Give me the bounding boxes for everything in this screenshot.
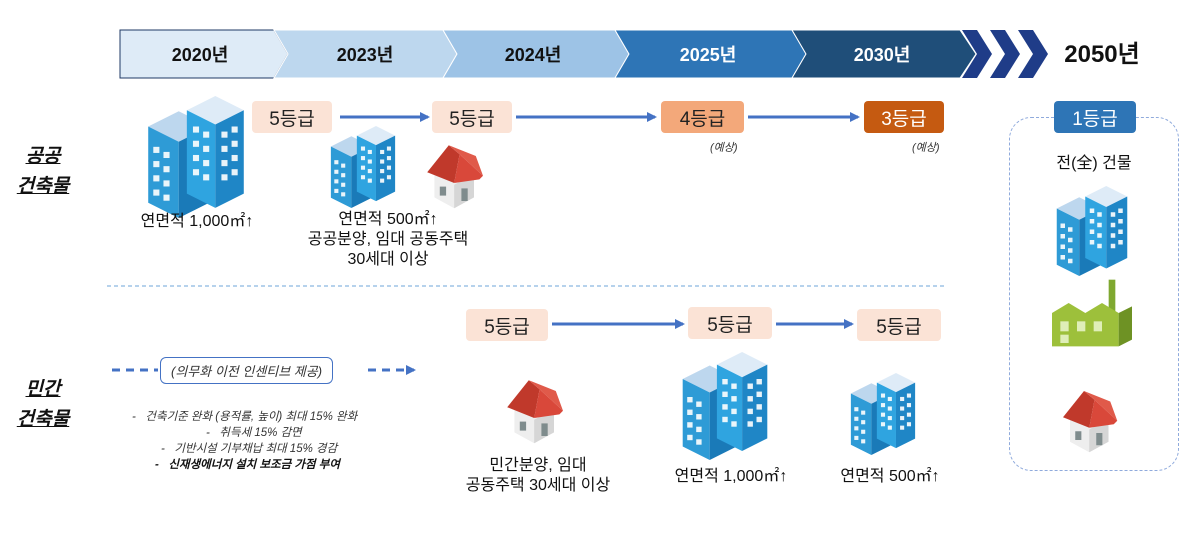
bullet-renewable: - 신재생에너지 설치 보조금 가점 부여 <box>155 459 340 471</box>
house-icon <box>507 380 563 444</box>
public-caption-area-500: 연면적 500㎡↑ 공공분양, 임대 공동주택 30세대 이상 <box>290 210 486 270</box>
public-caption-housing-line1: 공공분양, 임대 공동주택 <box>307 231 469 248</box>
office-building-icon <box>148 96 244 218</box>
chevron-right-icon <box>962 30 992 78</box>
public-label-line1: 공공 <box>25 146 61 167</box>
expected-note-2030: (예상) <box>912 142 940 154</box>
bullet-renewable-text: 신재생에너지 설치 보조금 가점 부여 <box>168 459 340 471</box>
year-2024: 2024년 <box>505 45 562 65</box>
private-caption-housing: 민간분양, 임대 공동주택 30세대 이상 <box>430 456 646 496</box>
private-caption-housing-line2: 공동주택 30세대 이상 <box>465 477 611 494</box>
expected-note-2025: (예상) <box>710 142 738 154</box>
year-2025: 2025년 <box>680 45 737 65</box>
private-grade-2024: 5등급 <box>466 309 548 341</box>
year-2050: 2050년 <box>1064 41 1139 68</box>
private-caption-housing-line1: 민간분양, 임대 <box>489 457 587 474</box>
bullet-infrastructure-text: 기반시설 기부채납 최대 15% 경감 <box>174 443 338 455</box>
factory-icon <box>1052 279 1132 347</box>
house-icon <box>1063 391 1118 453</box>
public-grade-2025: 4등급 <box>661 101 744 133</box>
private-caption-area-1000: 연면적 1,000㎡↑ <box>674 468 788 485</box>
year-2023: 2023년 <box>337 45 394 65</box>
year-2030: 2030년 <box>854 45 911 65</box>
timeline-segment-2030 <box>791 29 977 79</box>
private-label-line2: 건축물 <box>16 409 70 430</box>
public-grade-2030: 3등급 <box>864 101 944 133</box>
private-grade-2030: 5등급 <box>857 309 941 341</box>
office-building-icon <box>850 373 916 455</box>
bullet-floor-area-text: 건축기준 완화 (용적률, 높이) 최대 15% 완화 <box>145 411 358 423</box>
public-grade-2024: 5등급 <box>432 101 512 133</box>
bullet-floor-area: - 건축기준 완화 (용적률, 높이) 최대 15% 완화 <box>132 411 358 423</box>
public-label-line2: 건축물 <box>16 176 70 197</box>
bullet-tax-text: 취득세 15% 감면 <box>219 427 302 439</box>
final-grade: 1등급 <box>1054 101 1136 133</box>
private-label-line1: 민간 <box>25 379 61 400</box>
year-2020: 2020년 <box>172 45 229 65</box>
house-icon <box>427 145 483 209</box>
public-grade-2023: 5등급 <box>252 101 332 133</box>
private-grade-2025: 5등급 <box>688 307 772 339</box>
chevron-right-icon <box>1018 30 1048 78</box>
office-building-icon <box>1056 186 1128 276</box>
chevron-right-icon <box>990 30 1020 78</box>
public-section-label: 공공 건축물 <box>8 142 78 202</box>
incentive-box: (의무화 이전 인센티브 제공) <box>160 357 334 384</box>
timeline: 2020년 2023년 2024년 2025년 2030년 2050년 <box>119 29 1140 79</box>
public-caption-area-500-text: 연면적 500㎡↑ <box>338 211 438 228</box>
public-caption-housing-line2: 30세대 이상 <box>347 251 429 268</box>
private-section-label: 민간 건축물 <box>8 375 78 435</box>
public-caption-area-1000: 연면적 1,000㎡↑ <box>140 213 254 230</box>
private-caption-area-500: 연면적 500㎡↑ <box>840 468 940 485</box>
office-building-icon <box>330 126 396 208</box>
final-label: 전(全) 건물 <box>1056 155 1132 172</box>
office-building-icon <box>682 352 768 460</box>
bullet-infrastructure: - 기반시설 기부채납 최대 15% 경감 <box>161 443 338 455</box>
bullet-tax: - 취득세 15% 감면 <box>206 427 302 439</box>
